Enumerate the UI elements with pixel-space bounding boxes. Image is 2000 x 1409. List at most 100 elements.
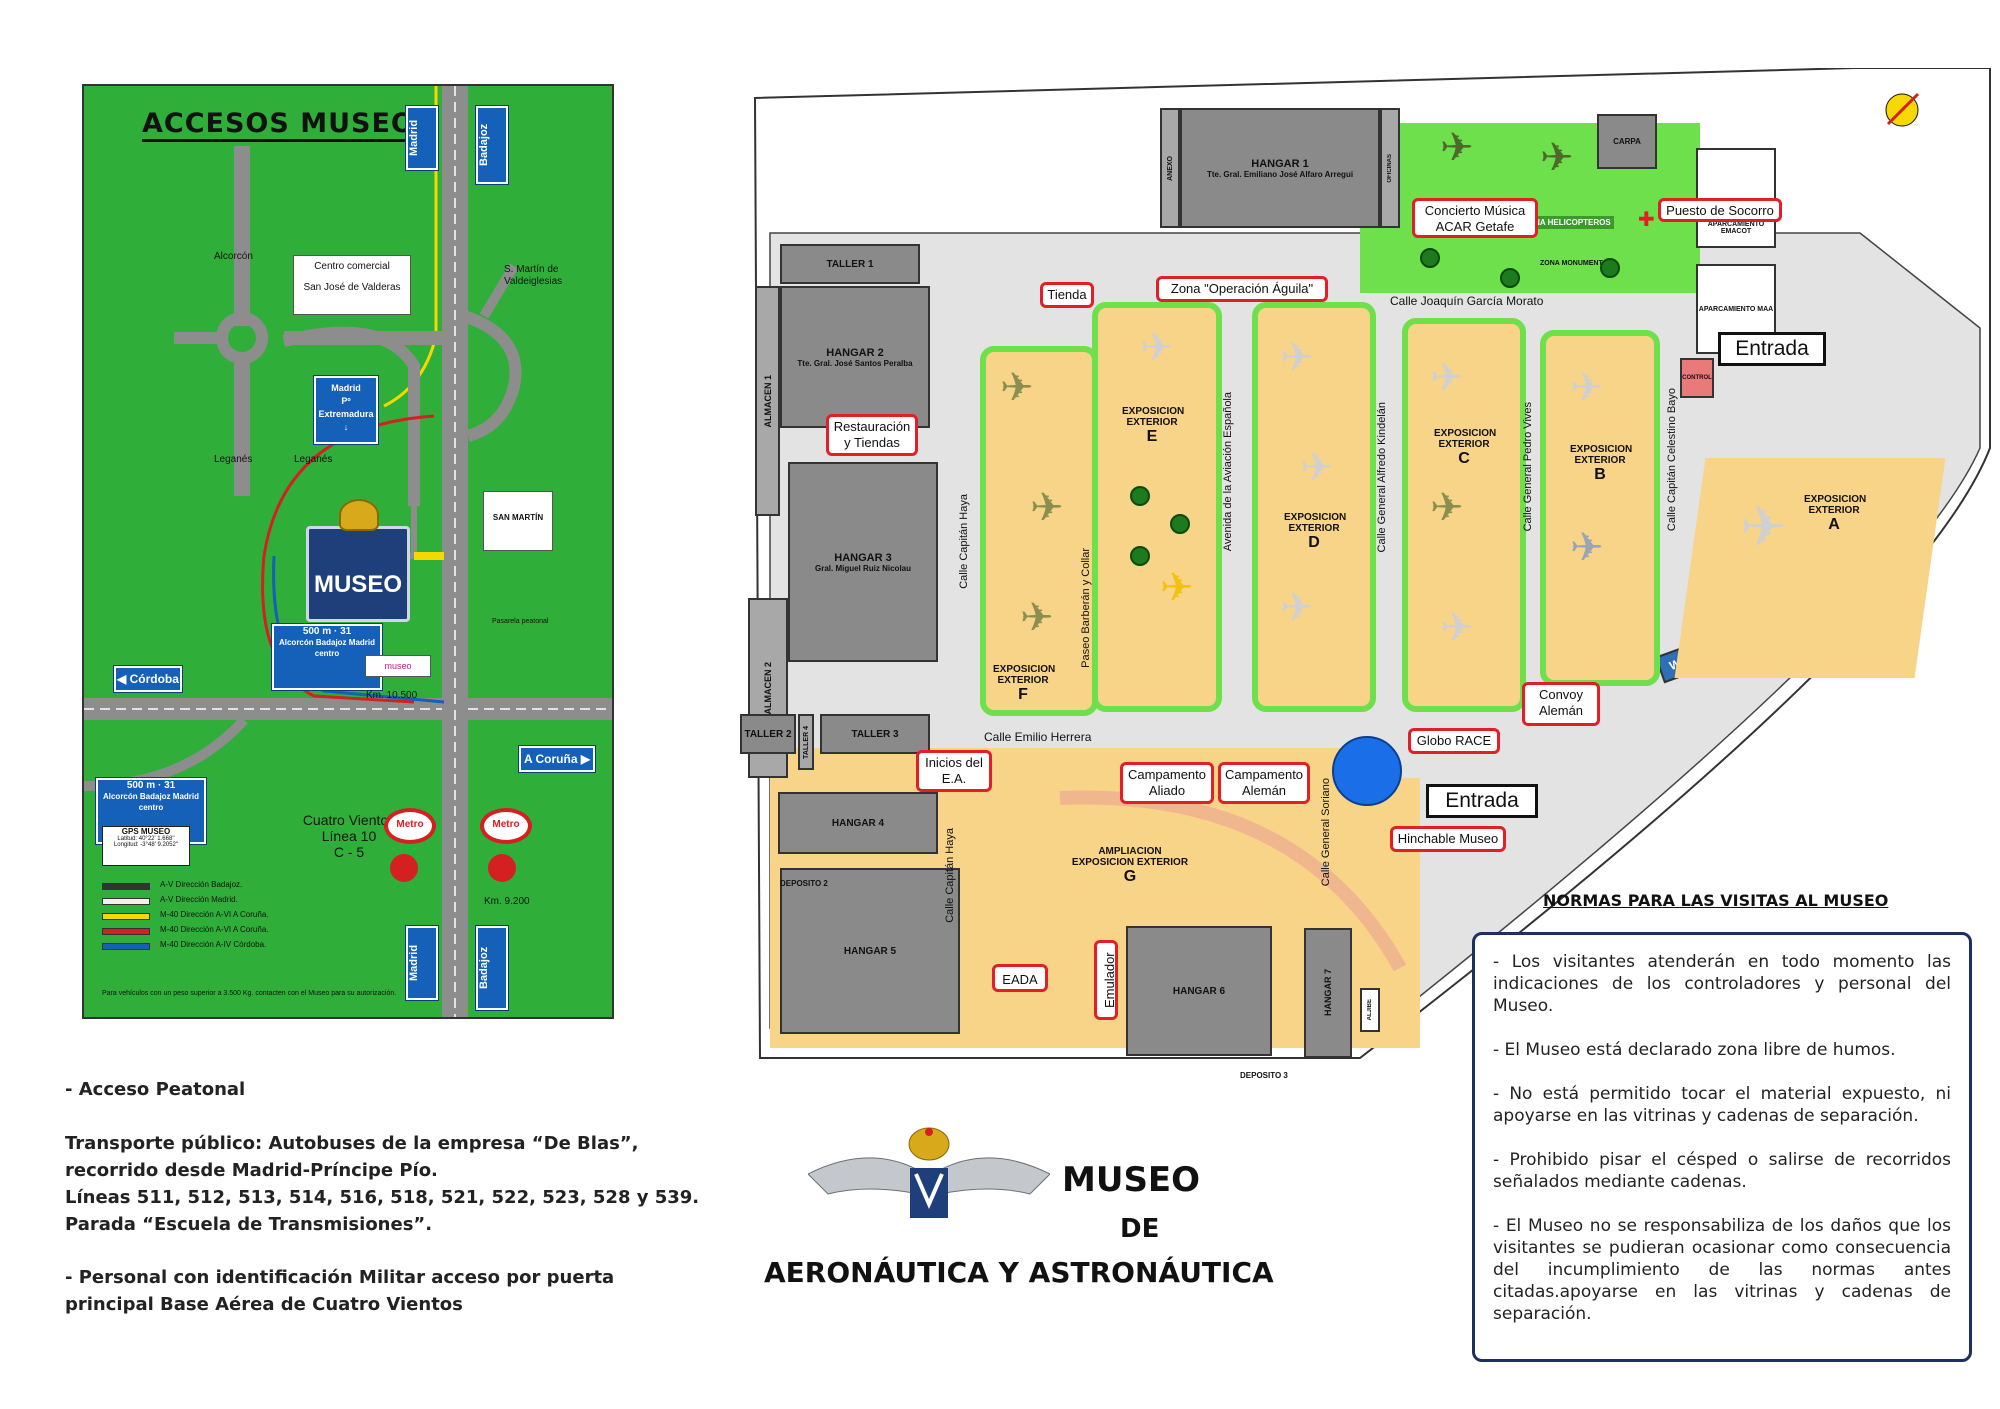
street-kindelan: Calle General Alfredo Kindelán: [1376, 402, 1388, 553]
cercanias-icon-2: [488, 854, 516, 882]
callout-convoy[interactable]: Convoy Alemán: [1522, 682, 1600, 726]
callout-emulador[interactable]: Emulador: [1094, 940, 1118, 1020]
hangar-3-title: HANGAR 3: [834, 551, 892, 564]
callout-inicios[interactable]: Inicios del E.A.: [916, 750, 992, 792]
street-morato: Calle Joaquín García Morato: [1390, 294, 1544, 308]
zone-d-letter: D: [1308, 534, 1320, 551]
callout-campamento-aleman[interactable]: Campamento Alemán: [1218, 762, 1310, 804]
hangar-2-sub: Tte. Gral. José Santos Peralba: [797, 358, 913, 368]
winged-emblem: [807, 1127, 1051, 1218]
legend-label: M-40 Dirección A-IV Córdoba.: [160, 940, 267, 949]
taller-4: TALLER 4: [798, 714, 814, 770]
aljibe: ALJIBE: [1360, 988, 1380, 1032]
sign-cordoba: ◀ Córdoba: [113, 665, 183, 693]
carpa: CARPA: [1597, 114, 1657, 169]
hangar-1-sub: Tte. Gral. Emiliano José Alfaro Arregui: [1206, 169, 1354, 179]
zone-d: [1252, 302, 1376, 712]
aircraft-icon: ✈: [1020, 595, 1054, 641]
aircraft-icon: ✈: [1430, 355, 1464, 401]
legend-label: M-40 Dirección A-VI A Coruña.: [160, 910, 269, 919]
legend-swatch: [102, 883, 150, 890]
museum-logo: [807, 1124, 1051, 1234]
callout-operacion-aguila[interactable]: Zona "Operación Águila": [1156, 276, 1328, 302]
callout-puesto-socorro[interactable]: Puesto de Socorro: [1658, 198, 1782, 222]
access-pedestrian: - Acceso Peatonal: [65, 1079, 246, 1100]
exit-sign-a-dest: Alcorcón Badajoz Madrid centro: [278, 638, 375, 658]
transport-line-4: Parada “Escuela de Transmisiones”.: [65, 1214, 433, 1235]
hangar-1-title: HANGAR 1: [1251, 157, 1309, 170]
place-cuatro-vientos: Cuatro Vientos: [302, 812, 396, 828]
street-herrera: Calle Emilio Herrera: [984, 730, 1092, 744]
crown-icon: [339, 499, 379, 531]
taller-1: TALLER 1: [780, 244, 920, 284]
almacen-1: ALMACEN 1: [755, 286, 780, 516]
logo-line-3: AERONÁUTICA Y ASTRONÁUTICA: [764, 1256, 1274, 1289]
callout-concierto[interactable]: Concierto Música ACAR Getafe: [1412, 198, 1538, 238]
metro-icon: Metro: [384, 808, 436, 844]
gps-lon: Longitud: -3°48' 9.2052'': [113, 842, 179, 848]
aparcamiento-emacot-label: APARCAMIENTO EMACOT: [1707, 221, 1765, 235]
taller-2: TALLER 2: [740, 714, 796, 754]
hangar-2-title: HANGAR 2: [826, 346, 884, 359]
callout-hinchable[interactable]: Hinchable Museo: [1390, 826, 1506, 852]
place-leganes-1: Leganés: [214, 454, 253, 465]
tree-icon: [1600, 258, 1620, 278]
hangar-3: HANGAR 3 Gral. Miguel Ruiz Nicolau: [788, 462, 938, 662]
hangar-7-label: HANGAR 7: [1323, 969, 1333, 1017]
rule-item: - Prohibido pisar el césped o salirse de…: [1493, 1150, 1951, 1192]
entrance-bottom[interactable]: Entrada: [1426, 784, 1538, 818]
exit-sign-b-dest: Alcorcón Badajoz Madrid centro: [102, 792, 199, 812]
aparcamiento-maa-label: APARCAMIENTO MAA: [1698, 305, 1774, 313]
metro-icon-2: Metro: [480, 808, 532, 844]
aircraft-icon: ✈: [1280, 585, 1314, 631]
oficinas: OFICINAS: [1380, 108, 1400, 228]
street-barberan: Paseo Barberán y Collar: [1080, 548, 1092, 668]
zone-e: [1092, 302, 1222, 712]
sign-madrid-extremadura-label: Madrid: [331, 383, 361, 393]
weight-note: Para vehículos con un peso superior a 3.…: [102, 990, 397, 997]
callout-globo-race[interactable]: Globo RACE: [1408, 728, 1500, 754]
almacen-2-label: ALMACEN 2: [763, 661, 773, 715]
legend-swatch: [102, 898, 150, 905]
street-haya-1: Calle Capitán Haya: [958, 494, 970, 589]
zone-b: [1540, 330, 1660, 686]
sign-cordoba-label: Córdoba: [129, 672, 179, 686]
entrance-top[interactable]: Entrada: [1718, 332, 1826, 366]
callout-campamento-aliado[interactable]: Campamento Aliado: [1120, 762, 1214, 804]
legend-label: A-V Dirección Madrid.: [160, 895, 238, 904]
sign-san-martin: SAN MARTÍN: [483, 491, 553, 551]
street-soriano: Calle General Soriano: [1320, 778, 1332, 887]
sign-a-coruna-label: A Coruña: [523, 752, 578, 766]
hangar-4: HANGAR 4: [778, 792, 938, 854]
callout-restauracion[interactable]: Restauración y Tiendas: [826, 414, 918, 456]
military-line-1: - Personal con identificación Militar ac…: [65, 1267, 615, 1288]
almacen-1-label: ALMACEN 1: [762, 374, 773, 428]
aircraft-icon: ✈: [1440, 605, 1474, 651]
callout-eada[interactable]: EADA: [992, 964, 1048, 992]
taller-3: TALLER 3: [820, 714, 930, 754]
military-line-2: principal Base Aérea de Cuatro Vientos: [65, 1294, 463, 1315]
legend-swatch: [102, 913, 150, 920]
zona-monumentos: ZONA MONUMENTOS: [1540, 260, 1613, 267]
deposito-2: DEPOSITO 2: [780, 879, 828, 888]
street-bayo: Calle Capitán Celestino Bayo: [1666, 388, 1678, 532]
zone-c-letter: C: [1458, 450, 1470, 467]
street-haya-2: Calle Capitán Haya: [944, 828, 956, 923]
access-map: ACCESOS MUSEO Alcorcón Leganés Leganés S…: [82, 84, 614, 1019]
place-leganes-2: Leganés: [294, 454, 333, 465]
taller-4-label: TALLER 4: [802, 725, 810, 759]
legend-swatch: [102, 928, 150, 935]
hangar-2: HANGAR 2 Tte. Gral. José Santos Peralba: [780, 286, 930, 428]
zone-c: [1402, 318, 1526, 712]
aircraft-icon: ✈: [1430, 485, 1464, 531]
access-map-title: ACCESOS MUSEO: [142, 108, 415, 142]
callout-tienda[interactable]: Tienda: [1040, 282, 1094, 308]
transport-line-3: Líneas 511, 512, 513, 514, 516, 518, 521…: [65, 1187, 700, 1208]
tree-icon: [1500, 268, 1520, 288]
sign-badajoz-top: Badajoz: [475, 105, 509, 185]
logo-line-2: DE: [1120, 1214, 1160, 1244]
rule-item: - El Museo está declarado zona libre de …: [1493, 1040, 1896, 1060]
aljibe-label: ALJIBE: [1367, 999, 1373, 1021]
